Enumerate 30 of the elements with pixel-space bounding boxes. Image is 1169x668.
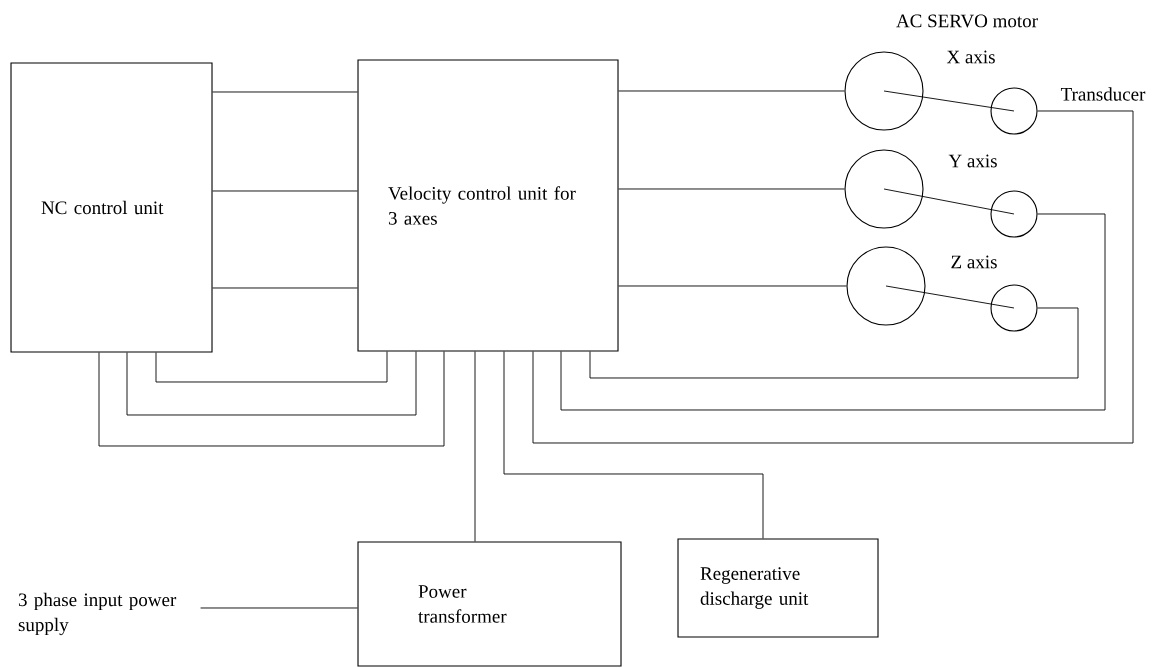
beside-label: Y axis <box>948 154 997 168</box>
connector-line <box>212 287 358 289</box>
connector-line <box>618 285 847 287</box>
connector-line <box>200 607 358 609</box>
connector-line <box>126 351 417 416</box>
block-box: Power transformer <box>357 541 622 667</box>
circle-symbol <box>990 284 1038 332</box>
block-box: NC control unit <box>10 62 213 353</box>
beside-label: X axis <box>946 50 995 64</box>
connector-line <box>618 188 845 190</box>
beside-label: Transducer <box>1060 87 1146 101</box>
connector-line <box>560 213 1106 411</box>
connector-line <box>98 351 445 447</box>
connector-line <box>532 110 1134 444</box>
connector-line <box>503 351 764 539</box>
circle-symbol <box>990 190 1038 238</box>
shaft-line <box>885 285 1015 309</box>
beside-label: Z axis <box>951 255 997 269</box>
connector-line <box>212 190 358 192</box>
connector-line <box>155 351 388 383</box>
connector-line <box>212 91 358 93</box>
shaft-line <box>883 188 1015 215</box>
connector-line <box>474 351 476 542</box>
connector-line <box>589 307 1079 379</box>
heading-label: AC SERVO motor <box>896 14 1038 28</box>
connector-line <box>618 90 845 92</box>
input-label: 3 phase input power supply <box>18 592 177 636</box>
block-box: Velocity control unit for 3 axes <box>357 59 619 352</box>
shaft-line <box>883 90 1015 112</box>
block-box: Regenerative discharge unit <box>677 538 879 638</box>
